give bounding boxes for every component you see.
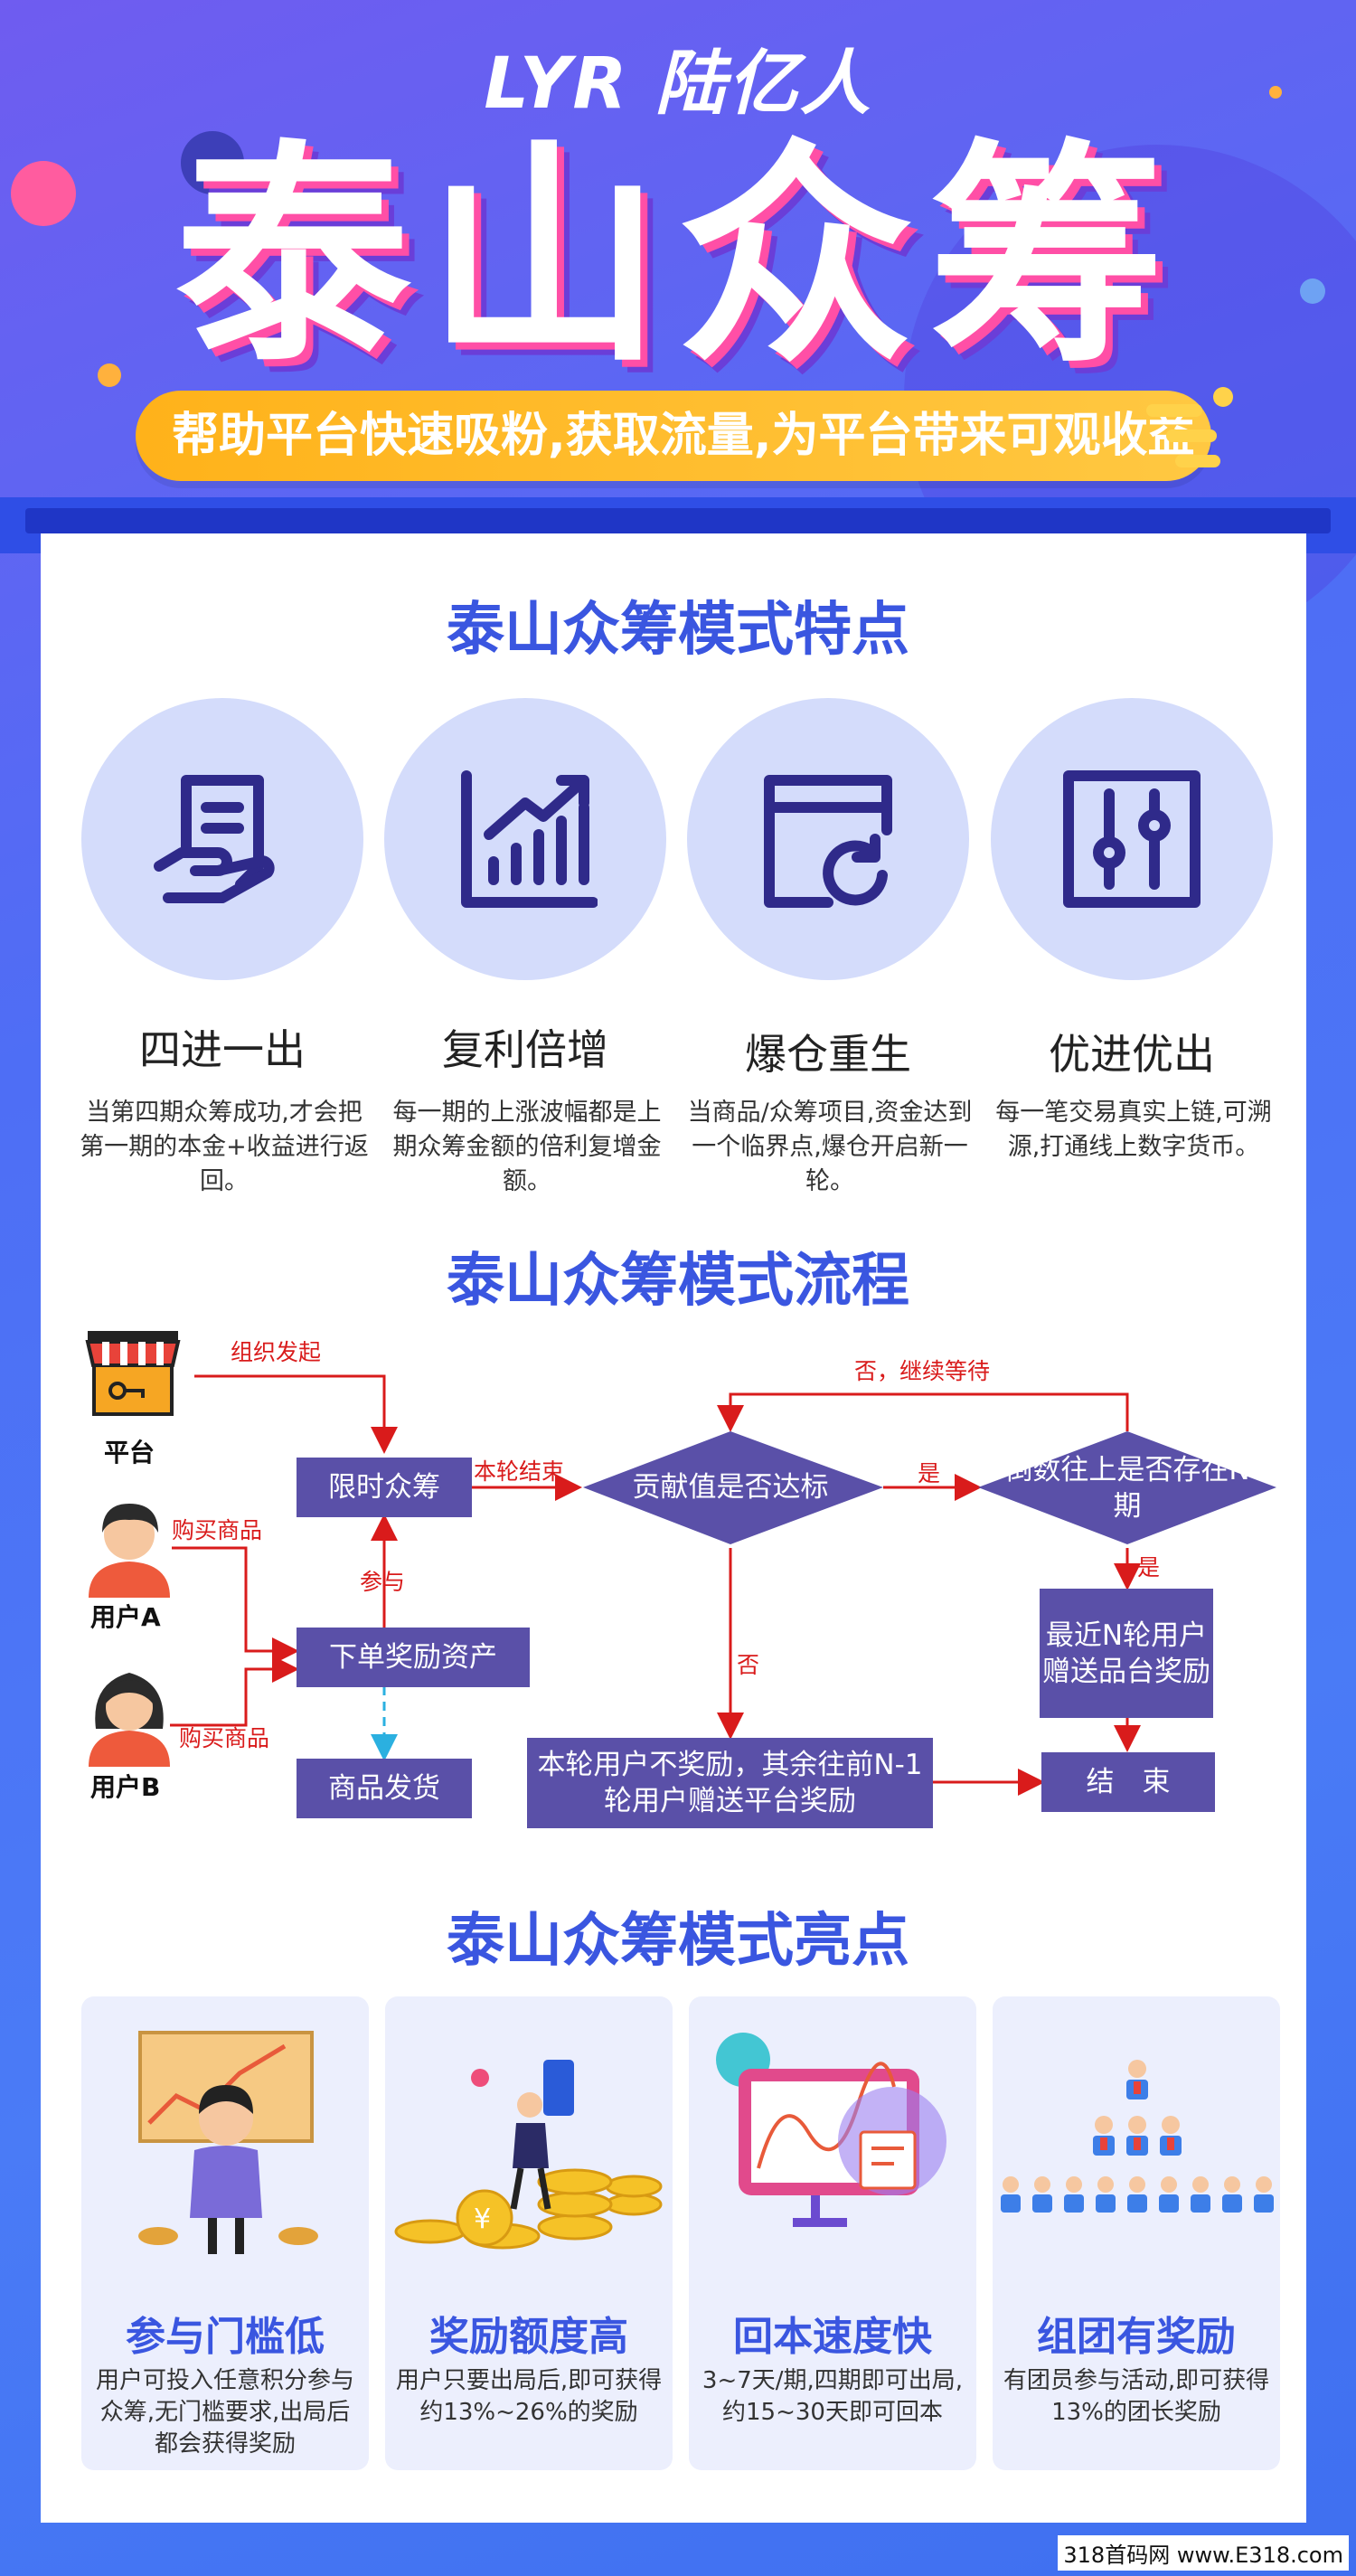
label-yes2: 是 (1137, 1554, 1161, 1581)
node-recent: 最近N轮用户赠送品台奖励 (1040, 1589, 1213, 1718)
feature-circle-3 (687, 698, 969, 980)
highlight-name-3: 回本速度快 (733, 2314, 932, 2360)
decor-bubble (11, 161, 76, 226)
highlight-card-3 (689, 1996, 976, 2470)
node-ship: 商品发货 (297, 1759, 472, 1818)
decor-stripe (1175, 455, 1220, 467)
actor-user-a-label: 用户A (90, 1602, 161, 1632)
feature-circle-4 (991, 698, 1273, 980)
arrow-buy-b (170, 1656, 299, 1727)
growth-chart-icon (461, 770, 598, 908)
highlight-desc-3: 3~7天/期,四期即可出局,约15~30天即可回本 (702, 2367, 964, 2426)
user-a-avatar (89, 1504, 170, 1598)
feature-circle-2 (384, 698, 666, 980)
highlight-name-4: 组团有奖励 (1037, 2314, 1236, 2360)
decor-bubble (98, 363, 121, 387)
team-pyramid-illustration (1001, 2060, 1274, 2213)
refresh-card-icon (764, 775, 892, 908)
document-hand-icon (154, 775, 275, 903)
decor-bubble (1213, 387, 1233, 407)
flow-title: 泰山众筹模式流程 (447, 1248, 909, 1315)
label-join: 参与 (360, 1569, 406, 1595)
decor-bubble (181, 131, 244, 194)
feature-desc-1: 当第四期众筹成功,才会把第一期的本金+收益进行返回。 (80, 1099, 369, 1195)
label-no-wait: 否，继续等待 (854, 1358, 991, 1384)
svg-text:¥: ¥ (474, 2203, 491, 2235)
main-title: 泰山众筹 (175, 121, 1181, 394)
slogan-banner: 帮助平台快速吸粉,获取流量,为平台带来可观收益 (136, 391, 1211, 481)
actor-platform-label: 平台 (104, 1438, 155, 1467)
feature-desc-3: 当商品/众筹项目,资金达到一个临界点,爆仓开启新一轮。 (687, 1099, 973, 1195)
node-no-reward: 本轮用户不奖励，其余往前N-1轮用户赠送平台奖励 (527, 1738, 933, 1828)
presenter-illustration (138, 2031, 318, 2254)
label-organize: 组织发起 (231, 1339, 322, 1365)
monitor-chart-illustration (716, 2033, 946, 2227)
highlight-card-4 (993, 1996, 1280, 2470)
highlight-desc-2: 用户只要出局后,即可获得约13%~26%的奖励 (395, 2367, 663, 2426)
decision1-shape (583, 1431, 883, 1544)
label-yes1: 是 (918, 1460, 941, 1486)
arrow-buy-a (172, 1546, 299, 1665)
label-buy-a: 购买商品 (172, 1517, 263, 1543)
user-b-avatar (89, 1673, 170, 1767)
feature-name-4: 优进优出 (1049, 1030, 1215, 1079)
highlight-card-1 (81, 1996, 369, 2470)
highlight-desc-1: 用户可投入任意积分参与众筹,无门槛要求,出局后都会获得奖励 (95, 2367, 354, 2458)
arrow-no-wait (717, 1392, 1129, 1432)
actor-user-b-label: 用户B (90, 1772, 161, 1802)
feature-name-2: 复利倍增 (442, 1025, 608, 1074)
sliders-panel-icon (1063, 770, 1201, 908)
feature-name-1: 四进一出 (139, 1025, 306, 1074)
label-buy-b: 购买商品 (179, 1725, 270, 1751)
label-no1: 否 (737, 1652, 760, 1678)
feature-desc-4: 每一笔交易真实上链,可溯源,打通线上数字货币。 (995, 1099, 1272, 1161)
shop-icon (85, 1331, 181, 1416)
highlight-desc-4: 有团员参与活动,即可获得13%的团长奖励 (1003, 2367, 1270, 2426)
node-limited: 限时众筹 (297, 1458, 472, 1517)
highlight-name-1: 参与门槛低 (126, 2314, 325, 2360)
arrow-organize (194, 1374, 398, 1454)
label-round-end: 本轮结束 (474, 1458, 565, 1485)
node-order: 下单奖励资产 (297, 1628, 530, 1687)
decor-bubble (1269, 86, 1282, 99)
highlight-name-2: 奖励额度高 (429, 2314, 628, 2360)
highlight-card-2: ¥ (385, 1996, 673, 2470)
node-decision1: 贡献值是否达标 (632, 1471, 829, 1504)
decor-stripe (1166, 429, 1217, 442)
site-watermark: 318首码网 www.E318.com (1058, 2535, 1349, 2571)
features-title: 泰山众筹模式特点 (447, 597, 909, 664)
coins-illustration: ¥ (394, 2060, 663, 2250)
brand-logo: LYR 陆亿人 (484, 43, 872, 125)
feature-circle-1 (81, 698, 363, 980)
node-end: 结 束 (1041, 1752, 1215, 1812)
decor-stripe (1146, 404, 1202, 417)
decor-bubble (1300, 278, 1325, 304)
decision2-shape (978, 1431, 1276, 1544)
scroll-bar-inner (25, 508, 1331, 533)
feature-desc-2: 每一期的上涨波幅都是上期众筹金额的倍利复增金额。 (392, 1099, 662, 1195)
highlights-title: 泰山众筹模式亮点 (447, 1908, 909, 1975)
feature-name-3: 爆仓重生 (745, 1030, 911, 1079)
node-decision2: 倒数往上是否存在N期 (1004, 1454, 1250, 1523)
